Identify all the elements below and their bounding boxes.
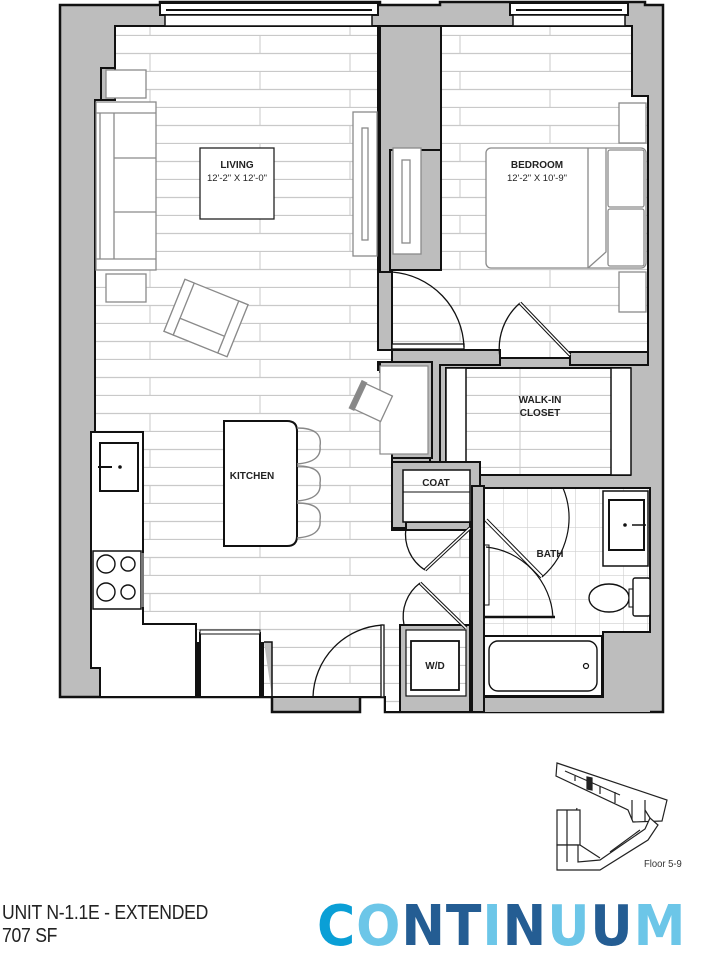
- logo-letter: T: [445, 894, 483, 959]
- walk-in-closet-area: [442, 365, 634, 478]
- bath-area: [480, 486, 651, 712]
- logo-letter: N: [401, 894, 446, 959]
- logo-letter: U: [547, 894, 591, 959]
- bar-stools: [296, 427, 321, 539]
- bedroom-furniture: [392, 102, 647, 313]
- room-label-walk-in-closet-line1: WALK-IN: [519, 395, 562, 406]
- logo-letter: M: [633, 894, 687, 959]
- room-label-kitchen: KITCHEN: [230, 471, 274, 482]
- continuum-logo: C O N T I N U U M: [317, 897, 686, 957]
- unit-name: UNIT N-1.1E - EXTENDED: [2, 902, 209, 924]
- room-label-bedroom: BEDROOM: [511, 160, 563, 171]
- desk: [379, 365, 429, 455]
- logo-letter: N: [502, 894, 548, 959]
- wd-closet-area: [399, 624, 471, 713]
- toilet: [588, 577, 651, 617]
- room-dimensions-bedroom: 12'-2" X 10'-9": [507, 173, 567, 184]
- room-label-walk-in-closet-line2: CLOSET: [520, 408, 561, 419]
- logo-letter: O: [356, 894, 402, 959]
- room-label-bath: BATH: [536, 549, 563, 560]
- kitchen-island: [223, 420, 321, 547]
- unit-area: 707 SF: [2, 925, 58, 947]
- key-plan-caption: Floor 5-9: [644, 858, 682, 870]
- room-label-living: LIVING: [220, 160, 254, 171]
- room-label-wd: W/D: [425, 661, 444, 672]
- windows: [159, 2, 629, 27]
- kitchen-counter: [90, 431, 273, 698]
- unit-info: UNIT N-1.1E - EXTENDED 707 SF: [2, 902, 208, 948]
- coat-closet-area: [391, 461, 481, 529]
- logo-letter: U: [590, 894, 634, 959]
- logo-letter: I: [482, 894, 503, 959]
- logo-letter: C: [317, 894, 357, 959]
- refrigerator: [199, 632, 261, 698]
- range-cooktop: [92, 550, 144, 610]
- washer-dryer: [410, 640, 460, 691]
- doors: [312, 271, 572, 698]
- room-dimensions-living: 12'-2" X 12'-0": [207, 173, 267, 184]
- room-label-coat: COAT: [422, 478, 450, 489]
- living-furniture: [95, 69, 394, 423]
- key-plan: [555, 762, 668, 871]
